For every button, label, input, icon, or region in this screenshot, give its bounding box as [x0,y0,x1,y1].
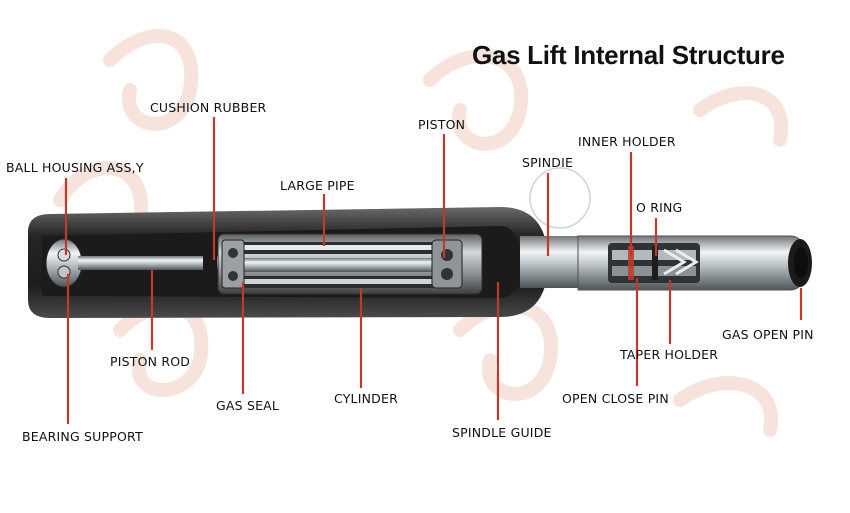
label-large-pipe: LARGE PIPE [280,178,355,193]
piston-block [431,239,463,289]
label-spindle-guide: SPINDLE GUIDE [452,425,552,440]
ball-housing [45,238,83,288]
label-cylinder: CYLINDER [334,391,398,406]
label-taper-holder: TAPER HOLDER [620,347,719,362]
spindle-shaft [520,236,582,288]
label-piston-rod: PISTON ROD [110,354,191,369]
label-ball-housing: BALL HOUSING ASS,Y [6,160,144,175]
spindle-highlight-circle [529,167,591,229]
label-gas-open-pin: GAS OPEN PIN [722,327,814,342]
label-gas-seal: GAS SEAL [216,398,280,413]
diagram-title: Gas Lift Internal Structure [472,40,785,70]
label-o-ring: O RING [636,200,683,215]
label-bearing-support: BEARING SUPPORT [22,429,143,444]
leader-lines [64,117,803,424]
gas-seal-block [221,239,245,289]
label-cushion-rubber: CUSHION RUBBER [150,100,267,115]
label-inner-holder: INNER HOLDER [578,134,676,149]
label-spindle: SPINDIE [522,155,574,170]
label-open-close-pin: OPEN CLOSE PIN [562,391,669,406]
label-piston: PISTON [418,117,466,132]
piston-rod [78,256,228,270]
